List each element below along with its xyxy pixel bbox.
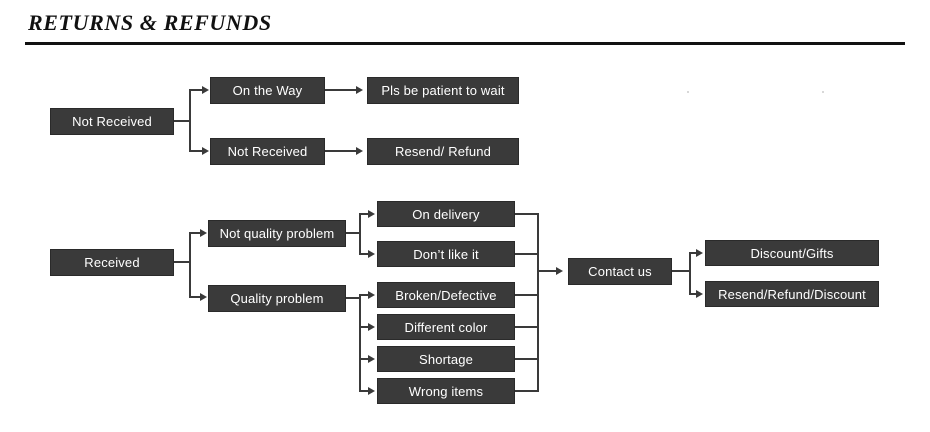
node-contact-us[interactable]: Contact us — [568, 258, 672, 285]
node-reason-dont-like-it[interactable]: Don’t like it — [377, 241, 515, 267]
node-outcome-resend-refund-discount[interactable]: Resend/Refund/Discount — [705, 281, 879, 307]
arrow-to-quality-problem — [200, 293, 207, 301]
connector-reasons-merge-bus — [537, 213, 539, 392]
connector-quality-bus — [359, 294, 361, 390]
connector-not-received-to-action — [325, 150, 357, 152]
arrow-to-on-delivery — [368, 210, 375, 218]
node-action-pls-be-patient[interactable]: Pls be patient to wait — [367, 77, 519, 104]
connector-not-quality-stem — [346, 232, 360, 234]
connector-outcomes-bus — [689, 252, 691, 293]
connector-on-the-way-to-action — [325, 89, 357, 91]
connector-quality-to-shortage — [359, 358, 369, 360]
connector-quality-stem — [346, 297, 360, 299]
connector-quality-to-different-color — [359, 326, 369, 328]
node-status-on-the-way[interactable]: On the Way — [210, 77, 325, 104]
node-reason-broken-defective[interactable]: Broken/Defective — [377, 282, 515, 308]
connector-not-quality-to-on-delivery — [359, 213, 369, 215]
node-status-not-received[interactable]: Not Received — [210, 138, 325, 165]
arrow-to-discount-gifts — [696, 249, 703, 257]
node-reason-on-delivery[interactable]: On delivery — [377, 201, 515, 227]
arrow-to-not-received-status — [202, 147, 209, 155]
node-reason-shortage[interactable]: Shortage — [377, 346, 515, 372]
node-category-not-quality-problem[interactable]: Not quality problem — [208, 220, 346, 247]
connector-received-bus — [189, 232, 191, 297]
arrow-to-contact-us — [556, 267, 563, 275]
connector-shortage-to-bus — [515, 358, 539, 360]
connector-not-quality-to-dont-like-it — [359, 253, 369, 255]
connector-to-resend-refund-discount — [689, 293, 697, 295]
connector-not-received-to-ontheway — [189, 89, 203, 91]
arrow-to-wrong-items — [368, 387, 375, 395]
connector-not-quality-bus — [359, 213, 361, 255]
connector-wrong-items-to-bus — [515, 390, 539, 392]
node-category-quality-problem[interactable]: Quality problem — [208, 285, 346, 312]
title-divider — [25, 42, 905, 45]
arrow-to-resend-refund-discount — [696, 290, 703, 298]
connector-bus-to-contact-us — [537, 270, 557, 272]
connector-not-received-bus — [189, 89, 191, 152]
background-speck — [687, 91, 689, 93]
arrow-to-dont-like-it — [368, 250, 375, 258]
arrow-to-resend-refund — [356, 147, 363, 155]
arrow-to-different-color — [368, 323, 375, 331]
node-outcome-discount-gifts[interactable]: Discount/Gifts — [705, 240, 879, 266]
connector-quality-to-wrong-items — [359, 390, 369, 392]
connector-dont-like-it-to-bus — [515, 253, 539, 255]
connector-broken-to-bus — [515, 294, 539, 296]
page-title: RETURNS & REFUNDS — [28, 10, 272, 35]
node-reason-wrong-items[interactable]: Wrong items — [377, 378, 515, 404]
arrow-to-broken-defective — [368, 291, 375, 299]
arrow-to-on-the-way — [202, 86, 209, 94]
node-action-resend-refund[interactable]: Resend/ Refund — [367, 138, 519, 165]
connector-to-discount-gifts — [689, 252, 697, 254]
connector-contact-us-stem — [672, 270, 690, 272]
connector-received-to-not-quality — [189, 232, 201, 234]
node-not-received-root[interactable]: Not Received — [50, 108, 174, 135]
node-received-root[interactable]: Received — [50, 249, 174, 276]
arrow-to-not-quality-problem — [200, 229, 207, 237]
connector-different-color-to-bus — [515, 326, 539, 328]
connector-received-to-quality — [189, 296, 201, 298]
connector-on-delivery-to-bus — [515, 213, 539, 215]
node-reason-different-color[interactable]: Different color — [377, 314, 515, 340]
connector-not-received-stem — [174, 120, 190, 122]
arrow-to-pls-be-patient — [356, 86, 363, 94]
background-speck — [822, 91, 824, 93]
connector-quality-to-broken — [359, 294, 369, 296]
connector-received-stem — [174, 261, 190, 263]
arrow-to-shortage — [368, 355, 375, 363]
connector-not-received-to-notreceived — [189, 150, 203, 152]
